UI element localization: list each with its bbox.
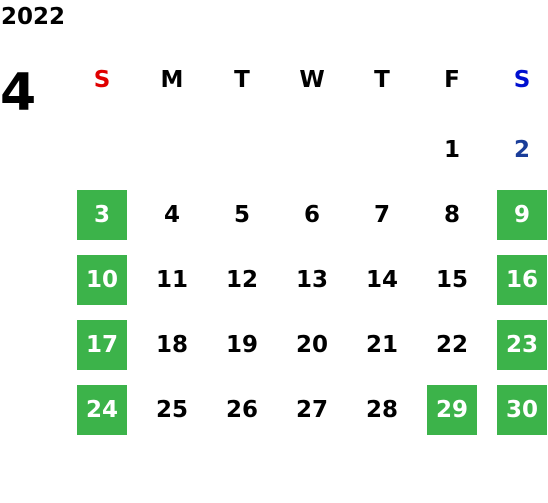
day-cell-1[interactable]: 1: [443, 137, 460, 163]
day-cell-28[interactable]: 28: [365, 397, 398, 423]
weekday-header-5: F: [444, 67, 460, 93]
day-cell-14[interactable]: 14: [365, 267, 398, 293]
weekday-header-1: M: [160, 67, 184, 93]
day-cell-20[interactable]: 20: [295, 332, 328, 358]
day-cell-19[interactable]: 19: [225, 332, 258, 358]
day-cell-6[interactable]: 6: [303, 202, 320, 228]
day-cell-27[interactable]: 27: [295, 397, 328, 423]
day-cell-17[interactable]: 17: [77, 320, 127, 370]
calendar-year: 2022: [1, 4, 66, 30]
weekday-header-4: T: [374, 67, 390, 93]
day-cell-3[interactable]: 3: [77, 190, 127, 240]
day-cell-5[interactable]: 5: [233, 202, 250, 228]
day-cell-10[interactable]: 10: [77, 255, 127, 305]
weekday-header-0: S: [93, 67, 111, 93]
day-cell-9[interactable]: 9: [497, 190, 547, 240]
day-cell-12[interactable]: 12: [225, 267, 258, 293]
day-cell-24[interactable]: 24: [77, 385, 127, 435]
day-cell-23[interactable]: 23: [497, 320, 547, 370]
day-cell-29[interactable]: 29: [427, 385, 477, 435]
calendar-month: 4: [0, 63, 37, 123]
day-cell-16[interactable]: 16: [497, 255, 547, 305]
weekday-header-3: W: [299, 67, 325, 93]
day-cell-18[interactable]: 18: [155, 332, 188, 358]
day-cell-22[interactable]: 22: [435, 332, 468, 358]
day-cell-26[interactable]: 26: [225, 397, 258, 423]
day-cell-4[interactable]: 4: [163, 202, 180, 228]
day-cell-11[interactable]: 11: [155, 267, 188, 293]
day-cell-7[interactable]: 7: [373, 202, 390, 228]
day-cell-13[interactable]: 13: [295, 267, 328, 293]
weekday-header-2: T: [234, 67, 250, 93]
day-cell-2[interactable]: 2: [513, 137, 530, 163]
day-cell-8[interactable]: 8: [443, 202, 460, 228]
weekday-header-6: S: [513, 67, 531, 93]
day-cell-15[interactable]: 15: [435, 267, 468, 293]
day-cell-30[interactable]: 30: [497, 385, 547, 435]
day-cell-21[interactable]: 21: [365, 332, 398, 358]
day-cell-25[interactable]: 25: [155, 397, 188, 423]
